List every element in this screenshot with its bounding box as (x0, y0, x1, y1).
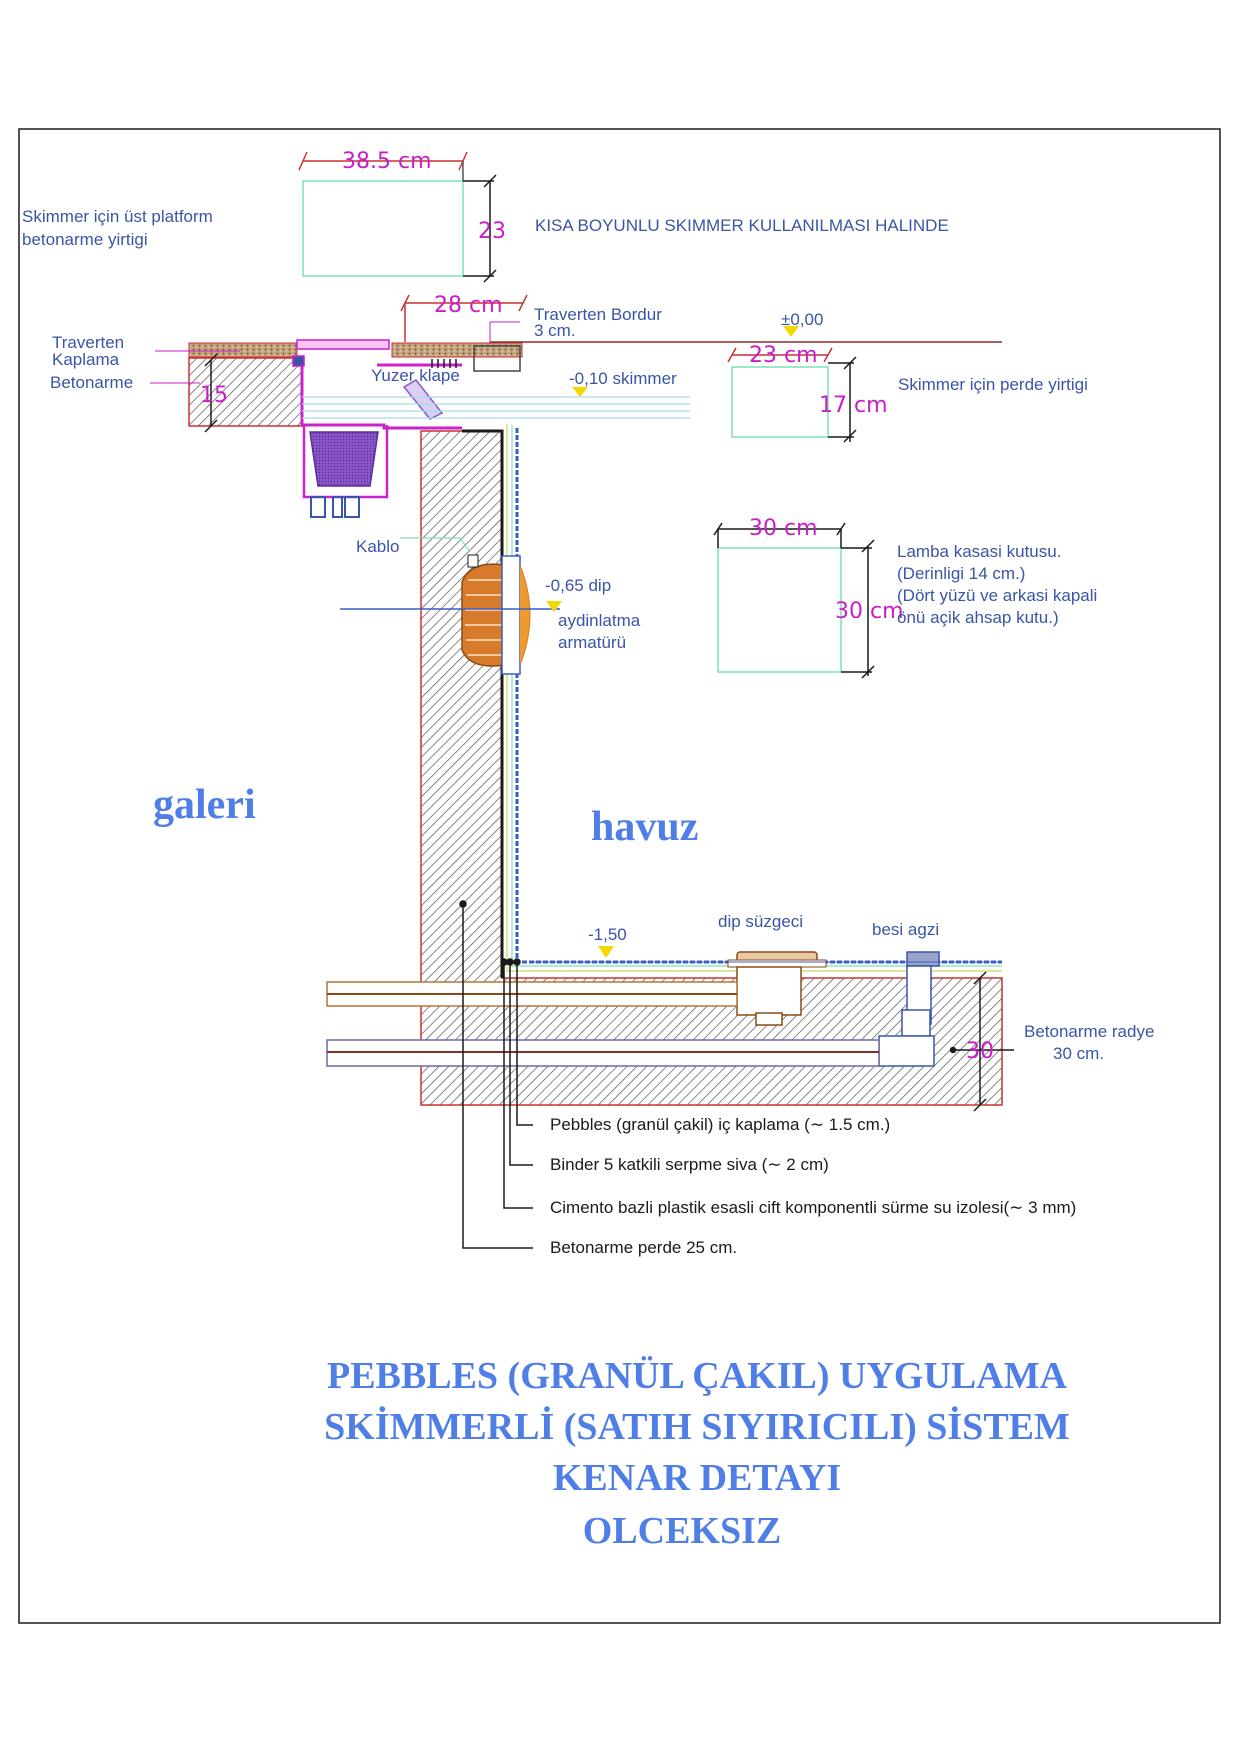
dimension-30-cm-width (713, 522, 846, 548)
legend-leaders (459, 900, 533, 1249)
level-zero-label: ±0,00 (781, 310, 823, 329)
lamba-label-1: Lamba kasasi kutusu. (897, 542, 1061, 561)
havuz-label: havuz (591, 804, 698, 850)
title-line-4: OLCEKSIZ (583, 1510, 782, 1552)
platform-label-1: Skimmer için üst platform (22, 207, 213, 226)
underwater-light (461, 554, 531, 675)
dim-28-label: 28 cm (434, 293, 503, 318)
level-dip-label: -0,65 dip (545, 576, 611, 595)
wall-cut-box (731, 366, 829, 438)
dim-38-5-label: 38.5 cm (342, 149, 432, 174)
radye-label-1: Betonarme radye (1024, 1022, 1154, 1041)
skimmer-body (292, 339, 462, 430)
traverten-kaplama-label-1: Traverten (52, 333, 124, 352)
dim-17-cm-label: 17 cm (819, 393, 888, 418)
drawing-frame (18, 128, 1221, 1624)
wall-inner-face (462, 429, 504, 978)
traverten-bordur (473, 345, 521, 372)
traverten-bordur-label-1: Traverten Bordur (534, 305, 662, 324)
water-surface (302, 396, 690, 419)
lamba-label-4: önü açik ahsap kutu.) (897, 608, 1059, 627)
level-bottom-label: -1,50 (588, 925, 627, 944)
galeri-slab (188, 357, 303, 427)
dimension-17-cm (828, 356, 857, 443)
dim-30-radye-label: 30 (966, 1039, 994, 1064)
legend-item-pebbles: Pebbles (granül çakil) iç kaplama (∼ 1.5… (550, 1115, 890, 1134)
besi-agzi-label: besi agzi (872, 920, 939, 939)
level-marker-skimmer (572, 387, 588, 397)
traverten-bordur-label-2: 3 cm. (534, 321, 576, 340)
lamp-box (717, 547, 842, 673)
dim-30-cm-w-label: 30 cm (749, 516, 818, 541)
dim-23-cm-label: 23 cm (749, 343, 818, 368)
title-line-1: PEBBLES (GRANÜL ÇAKIL) UYGULAMA (327, 1355, 1068, 1397)
radye-label-2: 30 cm. (1053, 1044, 1104, 1063)
skimmer-outlets (310, 496, 360, 518)
level-marker-zero (783, 326, 799, 337)
short-neck-note: KISA BOYUNLU SKIMMER KULLANILMASI HALIND… (535, 216, 949, 235)
dim-30-cm-h-label: 30 cm (835, 599, 904, 624)
kablo-label: Kablo (356, 537, 399, 556)
dimension-38-5 (298, 151, 468, 181)
aydinlatma-label-1: aydinlatma (558, 611, 641, 630)
platform-cut-box (302, 180, 464, 277)
legend-item-wall: Betonarme perde 25 cm. (550, 1238, 737, 1257)
waterproofing (506, 424, 1002, 972)
lamba-label-2: (Derinligi 14 cm.) (897, 564, 1025, 583)
perde-yirtigi-label: Skimmer için perde yirtigi (898, 375, 1088, 394)
traverten-kaplama-label-2: Kaplama (52, 350, 120, 369)
legend-item-binder: Binder 5 katkili serpme siva (∼ 2 cm) (550, 1155, 829, 1174)
level-skimmer-label: -0,10 skimmer (569, 369, 677, 388)
cable (400, 537, 471, 553)
level-marker-dip (546, 601, 562, 612)
skimmer-grille (431, 359, 457, 368)
skimmer-basket (309, 431, 379, 487)
title-line-2: SKİMMERLİ (SATIH SIYIRICILI) SİSTEM (324, 1406, 1070, 1448)
dimension-15 (204, 353, 218, 433)
float-flap (402, 379, 444, 420)
binder-plaster (511, 425, 1002, 967)
galeri-label: galeri (153, 782, 256, 828)
aydinlatma-label-2: armatürü (558, 633, 626, 652)
dim-23-top-label: 23 (478, 219, 506, 244)
title-line-3: KENAR DETAYI (553, 1457, 841, 1499)
traverten-kaplama-left (188, 342, 298, 358)
return-pipe (326, 1039, 880, 1067)
dimension-23-cm (727, 347, 833, 363)
level-marker-bottom (598, 946, 614, 958)
dimension-23-top (463, 174, 497, 283)
main-drain (727, 951, 827, 1026)
dimension-30-radye (949, 971, 1014, 1112)
yuzer-klape-label: Yuzer klape (371, 366, 460, 385)
legend-item-waterproofing: Cimento bazli plastik esasli cift kompon… (550, 1198, 1076, 1217)
pebbles-finish (515, 428, 1002, 964)
lamba-label-3: (Dört yüzü ve arkasi kapali (897, 586, 1097, 605)
betonarme-label: Betonarme (50, 373, 133, 392)
dip-suzgeci-label: dip süzgeci (718, 912, 803, 931)
dimension-28 (400, 294, 528, 342)
dim-15-label: 15 (200, 383, 228, 408)
dimension-30-cm-height (841, 539, 875, 679)
drain-pipe (326, 981, 738, 1007)
traverten-kaplama-right (391, 342, 523, 358)
platform-label-2: betonarme yirtigi (22, 230, 148, 249)
